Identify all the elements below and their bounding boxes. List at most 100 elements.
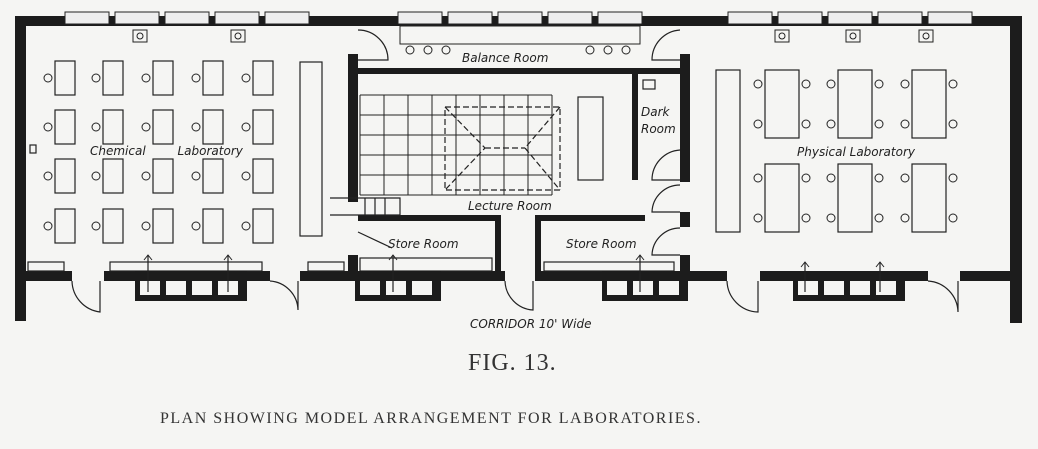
store-wall xyxy=(680,212,690,227)
sink xyxy=(774,29,790,43)
stool xyxy=(801,119,811,129)
stool xyxy=(191,221,201,231)
window xyxy=(264,11,310,25)
physical-lab-table xyxy=(837,163,873,233)
stool xyxy=(874,79,884,89)
vent-arrow-icon xyxy=(800,261,810,268)
chemical-lab-desk xyxy=(252,208,274,244)
stool xyxy=(621,45,631,55)
window xyxy=(497,11,543,25)
door xyxy=(651,227,681,256)
stool xyxy=(191,73,201,83)
sink xyxy=(132,29,148,43)
chemical-lab-desk xyxy=(152,60,174,96)
dark-room-wall xyxy=(632,68,680,74)
flue xyxy=(140,281,160,295)
stool xyxy=(241,171,251,181)
store-room-wall xyxy=(535,215,541,275)
drain xyxy=(849,32,857,40)
flue xyxy=(850,281,870,295)
vent-arrow-icon xyxy=(223,254,233,261)
store-room-right-label: Store Room xyxy=(566,237,637,251)
south-wall xyxy=(960,271,1010,281)
stool xyxy=(948,79,958,89)
balance-bench xyxy=(399,25,641,45)
generated-furniture xyxy=(43,25,958,244)
stool xyxy=(191,171,201,181)
physical-lab-bench xyxy=(715,69,741,233)
wall-corner xyxy=(348,54,358,64)
chemical-lab-desk xyxy=(54,109,76,145)
stool xyxy=(900,213,910,223)
drain xyxy=(136,32,144,40)
drain xyxy=(234,32,242,40)
south-wall xyxy=(26,271,72,281)
dark-room-label-2: Room xyxy=(641,122,676,136)
sink xyxy=(918,29,934,43)
chemical-lab-desk xyxy=(202,60,224,96)
store-room-wall xyxy=(495,215,501,275)
windows xyxy=(64,11,973,25)
stool xyxy=(801,173,811,183)
counter xyxy=(307,261,345,272)
stool xyxy=(874,119,884,129)
physical-lab-table xyxy=(837,69,873,139)
chemical-lab-counter xyxy=(27,261,65,272)
lecture-south-wall xyxy=(358,215,498,221)
store-room-shelf xyxy=(543,261,675,272)
stool xyxy=(141,171,151,181)
sink xyxy=(845,29,861,43)
store-room-left-label: Store Room xyxy=(388,237,459,251)
stool xyxy=(948,119,958,129)
door xyxy=(726,280,759,313)
corridor-label: CORRIDOR 10' Wide xyxy=(470,317,591,331)
chemical-lab-label: Chemical Laboratory xyxy=(90,144,244,158)
furniture xyxy=(27,61,741,272)
balance-room-south-wall xyxy=(358,68,635,74)
store-wall xyxy=(348,255,358,275)
wall-fixture xyxy=(29,144,37,154)
flues xyxy=(135,254,905,301)
door xyxy=(651,184,681,213)
stool xyxy=(826,213,836,223)
stool xyxy=(753,79,763,89)
skylight-outline xyxy=(444,106,561,191)
stool xyxy=(948,173,958,183)
window xyxy=(164,11,210,25)
dark-room-label-1: Dark xyxy=(641,105,671,119)
flue xyxy=(607,281,627,295)
window xyxy=(397,11,443,25)
stool xyxy=(241,122,251,132)
stair-steps xyxy=(364,198,386,215)
stool xyxy=(826,119,836,129)
vent-arrow-icon xyxy=(635,254,645,261)
door xyxy=(927,280,959,313)
doors xyxy=(71,29,959,313)
stool xyxy=(948,213,958,223)
stool xyxy=(43,122,53,132)
door xyxy=(504,280,534,311)
west-wall xyxy=(15,16,26,321)
balance-room-label: Balance Room xyxy=(462,51,548,65)
chemical-lab-desk xyxy=(202,109,224,145)
door xyxy=(71,280,101,313)
physical-lab-table xyxy=(764,69,800,139)
chemical-lab-desk xyxy=(102,208,124,244)
lecture-south-wall xyxy=(535,215,645,221)
stool xyxy=(603,45,613,55)
window xyxy=(214,11,260,25)
stool xyxy=(900,119,910,129)
east-wall xyxy=(1010,16,1022,323)
flue xyxy=(659,281,679,295)
chemical-lab-desk xyxy=(202,158,224,194)
stool xyxy=(801,79,811,89)
chemical-lab-desk xyxy=(152,158,174,194)
vent-arrow-icon xyxy=(143,254,153,261)
stool xyxy=(874,213,884,223)
stool xyxy=(91,73,101,83)
store-room-shelf xyxy=(359,257,493,272)
stool xyxy=(900,79,910,89)
figure-label: FIG. 13. xyxy=(468,350,557,376)
vent-arrow-icon xyxy=(388,254,398,261)
dark-room-sink xyxy=(642,79,656,90)
